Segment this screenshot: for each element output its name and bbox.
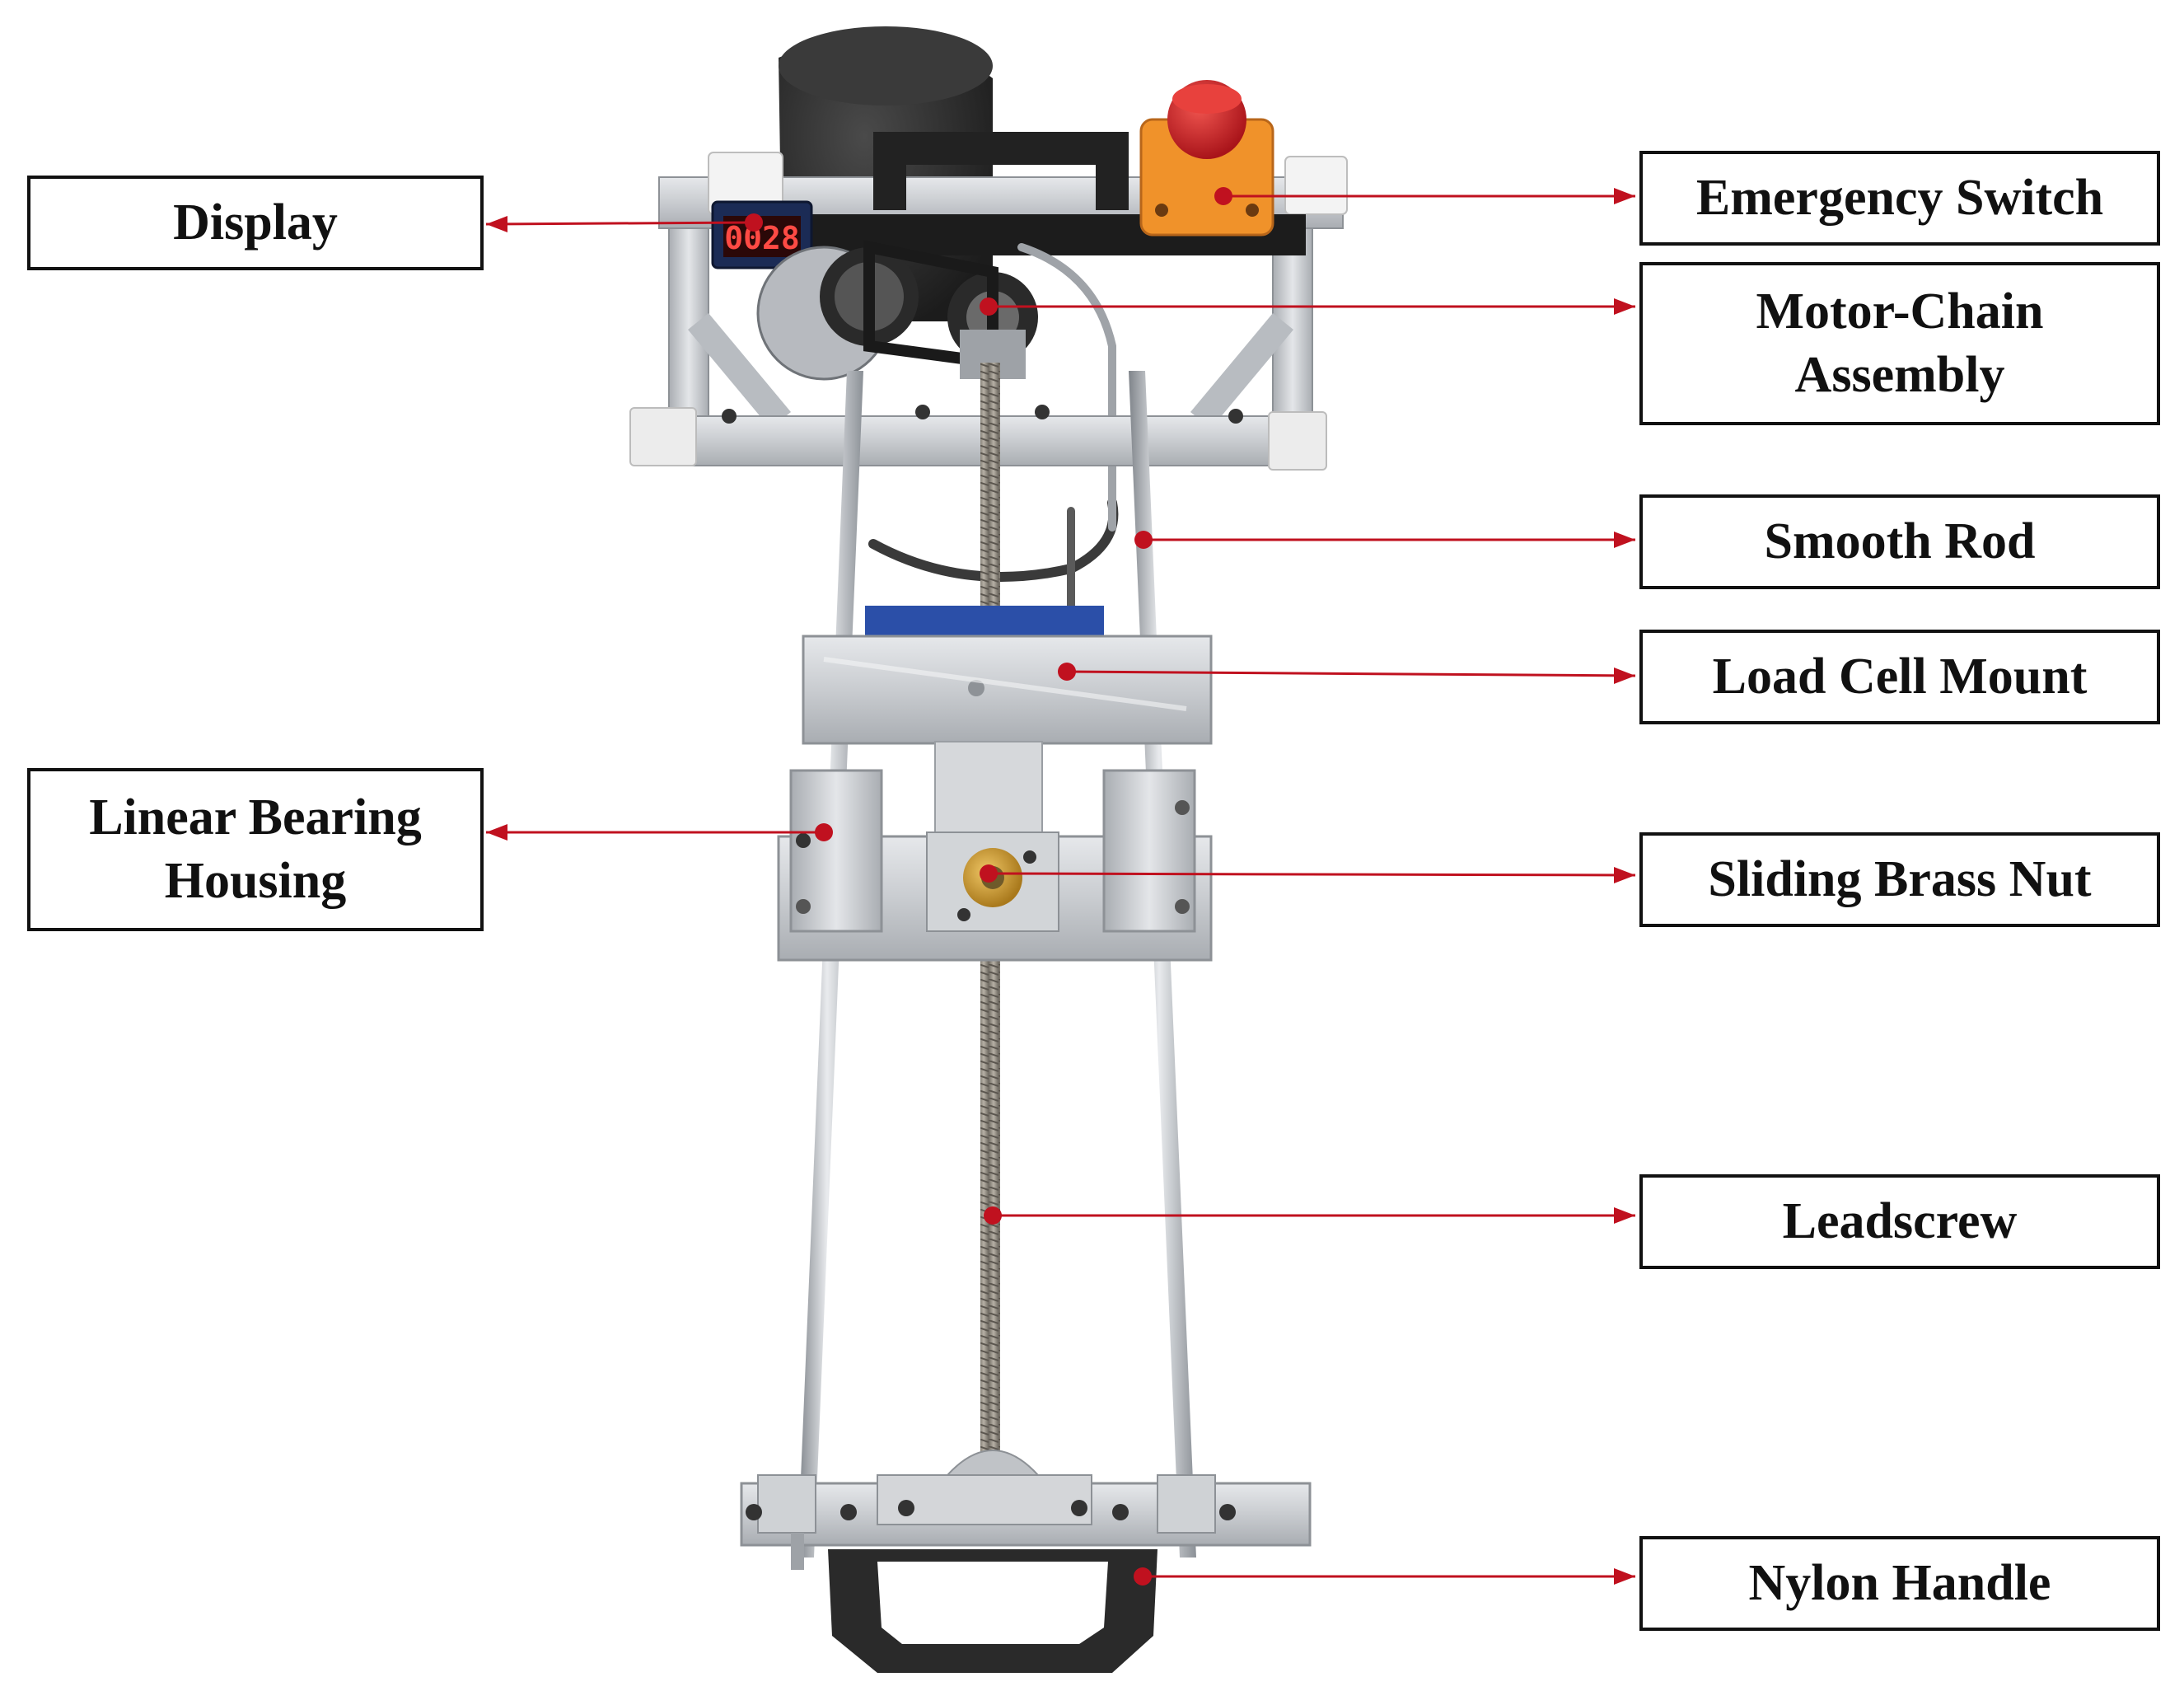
pointer-dot-leadscrew: [984, 1206, 1002, 1225]
pointer-dot-smooth-rod: [1134, 531, 1153, 549]
label-load-cell-mount: Load Cell Mount: [1639, 630, 2160, 724]
label-smooth-rod-text: Smooth Rod: [1764, 513, 2036, 569]
label-motor-chain-line2: Assembly: [1794, 347, 2005, 403]
pointer-dot-linear-bearing: [815, 823, 833, 841]
label-leadscrew: Leadscrew: [1639, 1174, 2160, 1269]
pointer-dot-nylon-handle: [1134, 1567, 1152, 1586]
pointer-arrowhead-display: [486, 216, 507, 232]
pointer-arrowhead-leadscrew: [1614, 1207, 1635, 1224]
nylon-handle: [828, 1549, 1157, 1673]
label-nylon-handle-text: Nylon Handle: [1748, 1554, 2051, 1611]
label-emergency-switch-text: Emergency Switch: [1695, 169, 2104, 226]
label-sliding-brass-nut: Sliding Brass Nut: [1639, 832, 2160, 927]
label-nylon-handle: Nylon Handle: [1639, 1536, 2160, 1631]
bottom-rail: [740, 1450, 1312, 1570]
chain-sprockets: [756, 240, 1038, 381]
label-load-cell-mount-text: Load Cell Mount: [1712, 648, 2088, 705]
pointer-line-display: [485, 221, 755, 226]
label-motor-chain-assembly: Motor-Chain Assembly: [1639, 262, 2160, 425]
label-motor-chain-line1: Motor-Chain: [1756, 283, 2044, 340]
label-smooth-rod: Smooth Rod: [1639, 494, 2160, 589]
pointer-dot-motor-chain: [980, 297, 998, 316]
label-display-text: Display: [173, 194, 338, 251]
emergency-switch: [1139, 80, 1274, 237]
carriage: [777, 741, 1213, 962]
pointer-line-load-cell-mount: [1066, 670, 1636, 677]
pointer-dot-sliding-brass-nut: [980, 864, 998, 883]
label-leadscrew-text: Leadscrew: [1782, 1192, 2018, 1249]
display-module: 0028: [711, 200, 813, 269]
pointer-line-sliding-brass-nut: [988, 872, 1636, 877]
pointer-arrowhead-linear-bearing: [486, 824, 507, 841]
pointer-dot-load-cell-mount: [1058, 663, 1076, 681]
pointer-arrowhead-motor-chain: [1614, 298, 1635, 315]
pointer-arrowhead-nylon-handle: [1614, 1568, 1635, 1585]
callout-pointers: [485, 187, 1636, 1586]
pointer-arrowhead-load-cell-mount: [1614, 668, 1635, 684]
load-cell-mount-plate: [802, 635, 1213, 745]
pointer-dot-display: [745, 213, 763, 232]
label-emergency-switch: Emergency Switch: [1639, 151, 2160, 246]
pointer-arrowhead-smooth-rod: [1614, 532, 1635, 548]
label-linear-bearing-line2: Housing: [164, 853, 347, 909]
load-cell: [865, 606, 1104, 639]
label-sliding-brass-nut-text: Sliding Brass Nut: [1708, 850, 2092, 907]
label-linear-bearing-line1: Linear Bearing: [89, 789, 422, 846]
label-display: Display: [27, 176, 484, 270]
pointer-arrowhead-emergency-switch: [1614, 188, 1635, 204]
label-linear-bearing-housing: Linear Bearing Housing: [27, 768, 484, 931]
pointer-arrowhead-sliding-brass-nut: [1614, 867, 1635, 883]
pointer-dot-emergency-switch: [1214, 187, 1232, 205]
